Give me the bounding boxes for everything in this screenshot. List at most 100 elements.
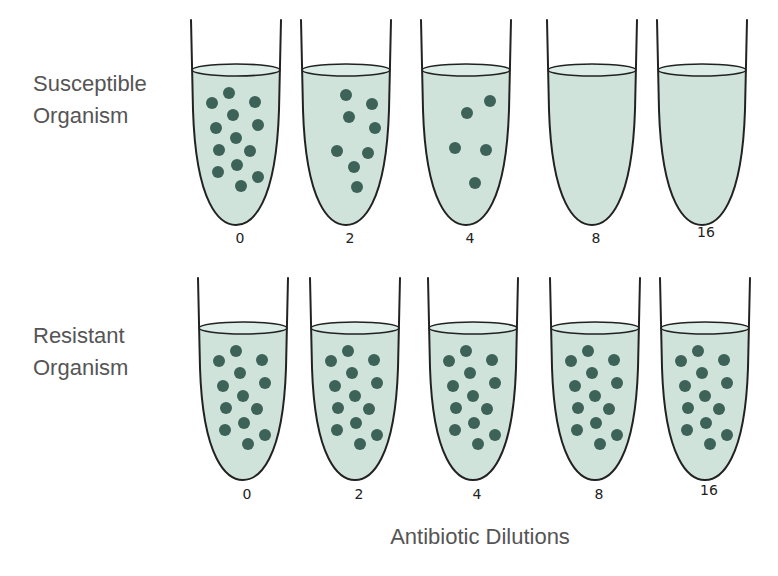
tube-outline <box>660 278 750 480</box>
organism-dot <box>589 390 601 402</box>
organism-dot <box>718 354 730 366</box>
organism-dot <box>210 122 222 134</box>
organism-dot <box>594 438 606 450</box>
organism-dot <box>608 354 620 366</box>
liquid-surface <box>548 64 636 76</box>
tube-outline <box>191 20 281 225</box>
organism-dot <box>251 403 263 415</box>
organism-dot <box>223 87 235 99</box>
organism-dot <box>249 96 261 108</box>
organism-dot <box>682 402 694 414</box>
organism-dot <box>460 345 472 357</box>
organism-dot <box>721 377 733 389</box>
organism-dot <box>329 380 341 392</box>
organism-dot <box>461 107 473 119</box>
organism-dot <box>331 424 343 436</box>
organism-dot <box>342 345 354 357</box>
organism-dot <box>227 109 239 121</box>
organism-dot <box>363 403 375 415</box>
organism-dot <box>449 142 461 154</box>
liquid-surface <box>661 322 749 334</box>
organism-dot <box>217 380 229 392</box>
organism-dot <box>332 402 344 414</box>
liquid <box>661 328 749 480</box>
organism-dot <box>348 161 360 173</box>
tube-outline <box>198 278 288 480</box>
organism-dot <box>480 144 492 156</box>
organism-dot <box>469 177 481 189</box>
organism-dot <box>450 402 462 414</box>
dilution-number: 2 <box>355 486 364 502</box>
organism-dot <box>565 355 577 367</box>
organism-dot <box>586 367 598 379</box>
organism-dot <box>230 345 242 357</box>
organism-dot <box>704 438 716 450</box>
organism-dot <box>234 367 246 379</box>
organism-dot <box>343 111 355 123</box>
organism-dot <box>256 354 268 366</box>
liquid <box>551 328 639 480</box>
organism-dot <box>603 403 615 415</box>
liquid <box>658 70 746 225</box>
liquid-surface <box>199 322 287 334</box>
organism-dot <box>350 417 362 429</box>
row-label: Resistant Organism <box>33 320 173 384</box>
organism-dot <box>244 145 256 157</box>
organism-dot <box>481 403 493 415</box>
organism-dot <box>340 89 352 101</box>
liquid-surface <box>422 64 510 76</box>
organism-dot <box>259 429 271 441</box>
organism-dot <box>449 424 461 436</box>
dilution-number: 4 <box>466 230 475 246</box>
organism-dot <box>252 171 264 183</box>
organism-dot <box>572 402 584 414</box>
organism-dot <box>582 345 594 357</box>
organism-dot <box>213 355 225 367</box>
organism-dot <box>237 390 249 402</box>
test-tube <box>421 20 511 225</box>
organism-dot <box>590 417 602 429</box>
organism-dot <box>692 345 704 357</box>
organism-dot <box>351 181 363 193</box>
dilution-number: 16 <box>697 224 715 240</box>
test-tube <box>198 278 288 480</box>
organism-dot <box>681 424 693 436</box>
organism-dot <box>467 390 479 402</box>
test-tube <box>191 20 281 225</box>
test-tube <box>550 278 640 480</box>
organism-dot <box>700 417 712 429</box>
test-tube <box>547 20 637 225</box>
liquid-surface <box>302 64 390 76</box>
dilution-number: 8 <box>592 230 601 246</box>
organism-dot <box>212 166 224 178</box>
tube-outline <box>310 278 400 480</box>
organism-dot <box>468 417 480 429</box>
tube-outline <box>301 20 391 225</box>
organism-dot <box>699 390 711 402</box>
organism-dot <box>571 424 583 436</box>
dilution-number: 16 <box>700 482 718 498</box>
liquid <box>311 328 399 480</box>
organism-dot <box>371 429 383 441</box>
organism-dot <box>569 380 581 392</box>
dilution-number: 0 <box>243 486 252 502</box>
row-label: Susceptible Organism <box>33 68 173 132</box>
liquid-surface <box>192 64 280 76</box>
liquid-surface <box>551 322 639 334</box>
liquid-surface <box>429 322 517 334</box>
organism-dot <box>371 377 383 389</box>
organism-dot <box>331 145 343 157</box>
organism-dot <box>696 367 708 379</box>
tube-outline <box>657 20 747 225</box>
dilution-number: 8 <box>595 486 604 502</box>
organism-dot <box>231 159 243 171</box>
tube-outline <box>550 278 640 480</box>
liquid <box>192 70 280 225</box>
dilution-number: 2 <box>346 230 355 246</box>
organism-dot <box>238 417 250 429</box>
organism-dot <box>486 354 498 366</box>
test-tube <box>660 278 750 480</box>
organism-dot <box>230 132 242 144</box>
organism-dot <box>443 355 455 367</box>
